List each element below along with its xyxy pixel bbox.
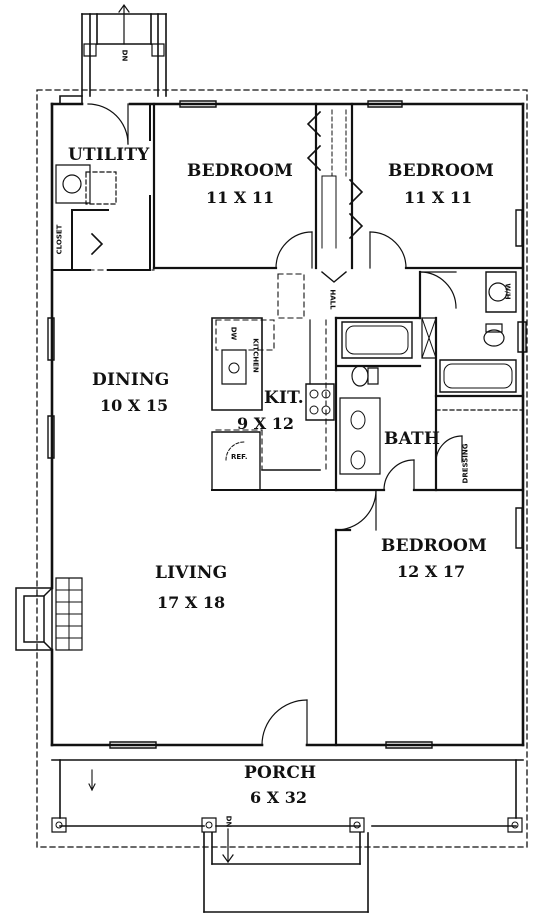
kitchen-label: KIT. — [264, 388, 304, 408]
dressing-label: DRESSING — [461, 443, 470, 484]
porch — [52, 760, 523, 832]
utility-walls — [52, 104, 150, 270]
bath-label: BATH — [384, 429, 441, 449]
front-door — [262, 700, 307, 745]
windows — [48, 101, 526, 748]
kitchen-dimensions: 9 X 12 — [237, 414, 294, 433]
roof-outline — [37, 90, 527, 847]
bedroom-1-label: BEDROOM — [187, 161, 294, 181]
exterior-walls — [52, 96, 523, 745]
dining-label: DINING — [92, 370, 170, 390]
living-dimensions: 17 X 18 — [157, 593, 226, 612]
hall-label: HALL — [328, 289, 337, 310]
dishwasher-label: DW — [229, 326, 238, 341]
stairs-down-bottom-label: DN — [224, 815, 233, 828]
dining-dimensions: 10 X 15 — [100, 396, 169, 415]
kitchen-word-label: KITCHEN — [251, 338, 260, 373]
bedroom-1-dimensions: 11 X 11 — [206, 188, 275, 207]
bedroom-2-dimensions: 11 X 11 — [404, 188, 473, 207]
porch-label: PORCH — [244, 763, 317, 783]
utility-label: UTILITY — [68, 145, 150, 165]
stairs-down-top-label: DN — [120, 49, 129, 62]
fireplace — [16, 578, 82, 650]
closet-label: CLOSET — [55, 224, 64, 255]
porch-dimensions: 6 X 32 — [250, 788, 307, 807]
kitchen — [212, 318, 336, 490]
bedroom-3-label: BEDROOM — [381, 536, 488, 556]
bedroom-3-dimensions: 12 X 17 — [397, 562, 466, 581]
bedroom-door — [336, 490, 376, 530]
refrigerator-label: REF. — [231, 453, 248, 461]
bottom-stairs — [204, 829, 368, 912]
living-label: LIVING — [155, 563, 228, 583]
bedroom-2-label: BEDROOM — [388, 161, 495, 181]
upper-bedroom-walls — [154, 104, 523, 282]
bath-walls — [336, 272, 523, 745]
water-heater-label: W/H — [503, 283, 512, 300]
top-stairs — [82, 5, 166, 96]
